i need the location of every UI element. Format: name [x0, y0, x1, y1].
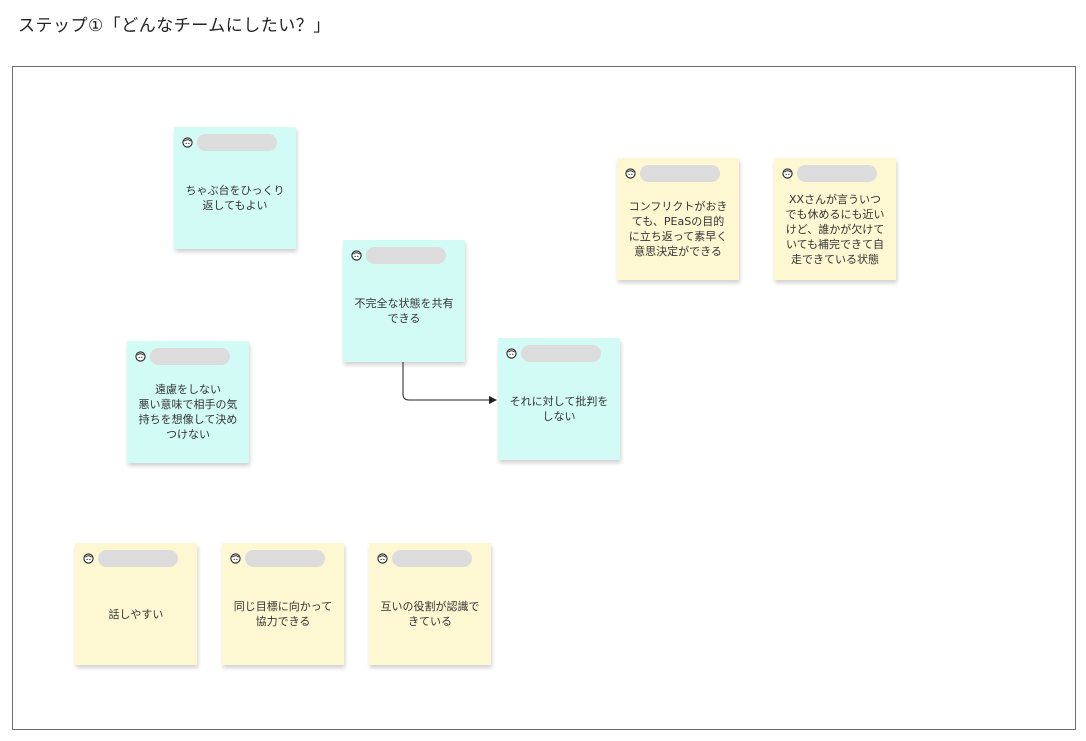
- author-name-placeholder: [245, 550, 325, 567]
- face-icon: [182, 137, 193, 148]
- sticky-note-roles[interactable]: 互いの役割が認識で きている: [369, 543, 491, 665]
- face-icon: [625, 168, 636, 179]
- author-name-placeholder: [98, 550, 178, 567]
- author-name-placeholder: [150, 348, 230, 365]
- page-title: ステップ①「どんなチームにしたい？」: [18, 16, 331, 36]
- note-author: [135, 347, 243, 365]
- face-icon: [135, 351, 146, 362]
- sticky-note-xx[interactable]: XXさんが言ういつ でも休めるにも近い けど、誰かが欠けて いても補完できて自 …: [774, 158, 896, 280]
- sticky-note-incomplete[interactable]: 不完全な状態を共有 できる: [343, 240, 465, 362]
- note-author: [506, 344, 614, 362]
- note-author: [782, 164, 890, 182]
- note-author: [625, 164, 733, 182]
- note-text: 不完全な状態を共有 できる: [354, 297, 454, 325]
- note-text: それに対して批判を しない: [509, 395, 609, 423]
- note-text: ちゃぶ台をひっくり 返してもよい: [185, 184, 285, 212]
- author-name-placeholder: [521, 345, 601, 362]
- note-text: XXさんが言ういつ でも休めるにも近い けど、誰かが欠けて いても補完できて自 …: [785, 192, 885, 266]
- note-text: 話しやすい: [108, 607, 164, 621]
- sticky-note-easy-talk[interactable]: 話しやすい: [75, 543, 197, 665]
- note-author: [230, 549, 338, 567]
- face-icon: [377, 553, 388, 564]
- face-icon: [83, 553, 94, 564]
- sticky-note-same-goal[interactable]: 同じ目標に向かって 協力できる: [222, 543, 344, 665]
- author-name-placeholder: [197, 134, 277, 151]
- note-author: [377, 549, 485, 567]
- note-author: [351, 246, 459, 264]
- face-icon: [506, 348, 517, 359]
- author-name-placeholder: [392, 550, 472, 567]
- face-icon: [230, 553, 241, 564]
- note-author: [182, 133, 290, 151]
- note-text: コンフリクトがおき ても、PEaSの目的 に立ち返って素早く 意思決定ができる: [628, 200, 728, 258]
- note-text: 遠慮をしない 悪い意味で相手の気 持ちを想像して決め つけない: [138, 383, 238, 441]
- author-name-placeholder: [797, 165, 877, 182]
- author-name-placeholder: [640, 165, 720, 182]
- sticky-note-chabudai[interactable]: ちゃぶ台をひっくり 返してもよい: [174, 127, 296, 249]
- note-author: [83, 549, 191, 567]
- note-text: 互いの役割が認識で きている: [380, 600, 480, 628]
- note-text: 同じ目標に向かって 協力できる: [233, 600, 333, 628]
- face-icon: [351, 250, 362, 261]
- face-icon: [782, 168, 793, 179]
- author-name-placeholder: [366, 247, 446, 264]
- sticky-note-no-criticism[interactable]: それに対して批判を しない: [498, 338, 620, 460]
- sticky-note-conflict[interactable]: コンフリクトがおき ても、PEaSの目的 に立ち返って素早く 意思決定ができる: [617, 158, 739, 280]
- sticky-note-no-reserve[interactable]: 遠慮をしない 悪い意味で相手の気 持ちを想像して決め つけない: [127, 341, 249, 463]
